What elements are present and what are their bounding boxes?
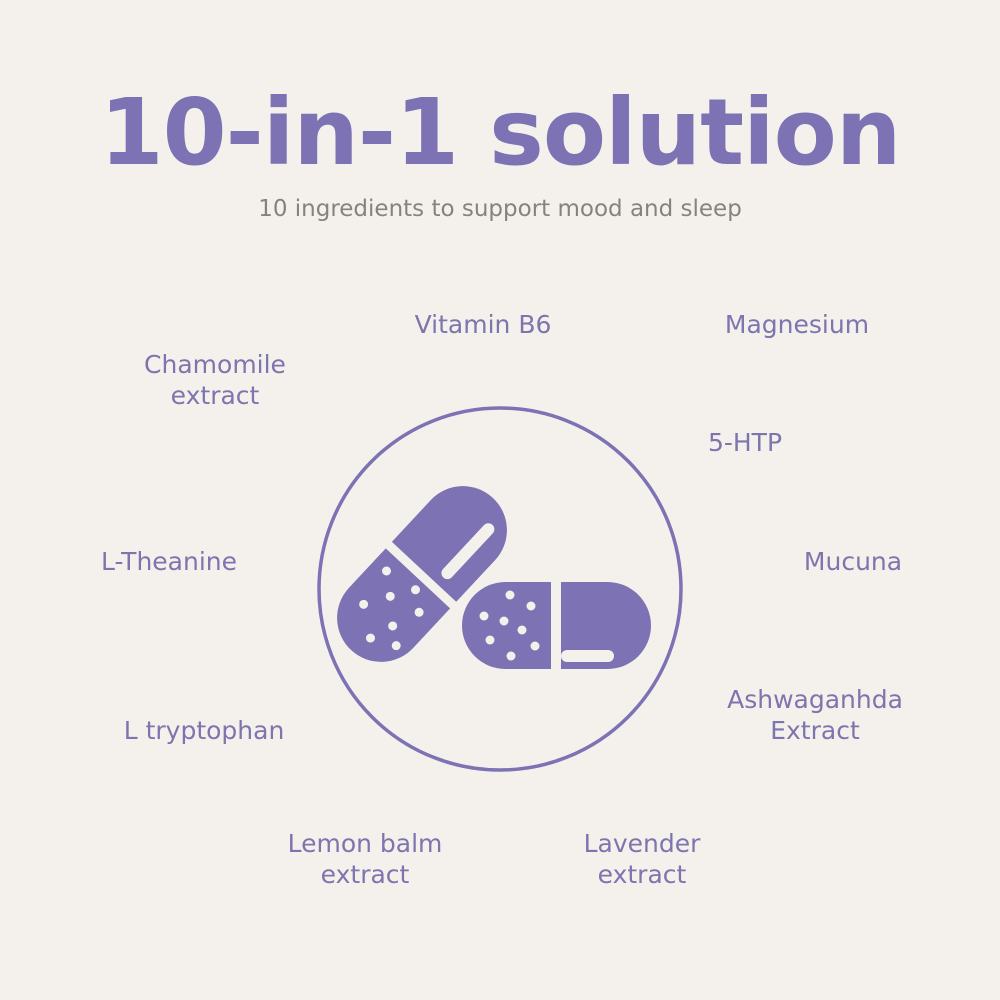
ingredient-label-line2: extract: [320, 860, 410, 889]
ingredient-label: Mucuna: [803, 547, 903, 576]
tilted-capsule-icon: [337, 486, 507, 662]
ingredient-l-theanine: L-Theanine: [101, 546, 237, 577]
horizontal-capsule-icon: [462, 576, 651, 676]
ingredient-lavender-extract: Lavender extract: [584, 828, 701, 890]
ingredient-label-line1: Lemon balm: [287, 829, 443, 858]
page-subtitle: 10 ingredients to support mood and sleep: [258, 196, 742, 222]
ingredient-label: L tryptophan: [123, 716, 285, 745]
ingredient-label-line1: Chamomile: [144, 350, 286, 379]
ingredient-mucuna: Mucuna: [804, 546, 902, 577]
ingredient-label-line2: Extract: [770, 716, 860, 745]
ingredient-5-htp: 5-HTP: [708, 427, 782, 458]
ingredient-label-line2: extract: [170, 381, 260, 410]
ingredient-label: L-Theanine: [100, 547, 238, 576]
ingredient-label-line2: extract: [597, 860, 687, 889]
ingredient-lemon-balm-extract: Lemon balm extract: [288, 828, 443, 890]
ingredient-chamomile-extract: Chamomile extract: [144, 349, 286, 411]
ingredient-ashwagandha-extract: Ashwaganhda Extract: [727, 684, 903, 746]
ingredient-vitamin-b6: Vitamin B6: [415, 309, 552, 340]
ingredient-label: Vitamin B6: [414, 310, 552, 339]
ingredient-label: Magnesium: [724, 310, 870, 339]
ingredient-label: 5-HTP: [707, 428, 783, 457]
ingredient-magnesium: Magnesium: [725, 309, 869, 340]
ingredient-label-line1: Ashwaganhda: [727, 685, 903, 714]
emblem-circle: [317, 406, 683, 772]
ingredient-label-line1: Lavender: [583, 829, 701, 858]
page-title: 10-in-1 solution: [99, 79, 902, 186]
ingredient-l-tryptophan: L tryptophan: [124, 715, 285, 746]
